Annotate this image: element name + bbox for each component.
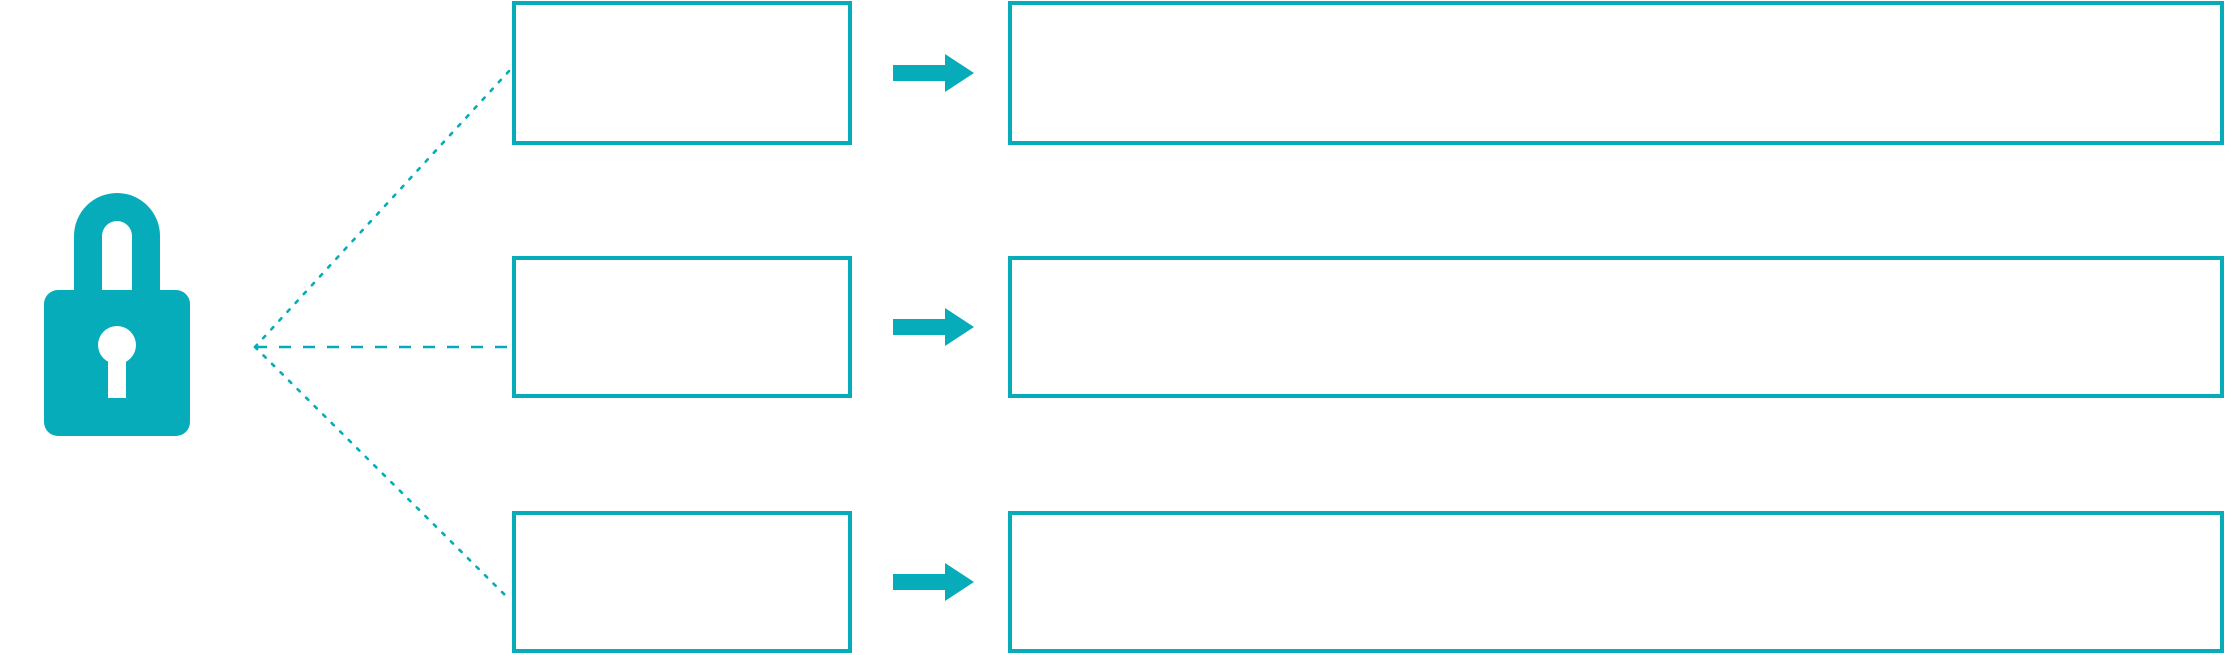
connector-line-1: [253, 68, 512, 349]
arrow-right-icon-row-3: [893, 562, 975, 602]
arrow-right-icon-row-2: [893, 307, 975, 347]
arrow-right-icon-row-1: [893, 53, 975, 93]
connector-line-3: [253, 345, 512, 602]
left-box-row-2[interactable]: [512, 256, 852, 398]
right-box-row-3[interactable]: [1008, 511, 2224, 653]
left-box-row-1[interactable]: [512, 1, 852, 145]
left-box-row-3[interactable]: [512, 511, 852, 653]
right-box-row-2[interactable]: [1008, 256, 2224, 398]
right-box-row-1[interactable]: [1008, 1, 2224, 145]
padlock-icon: [22, 150, 212, 440]
